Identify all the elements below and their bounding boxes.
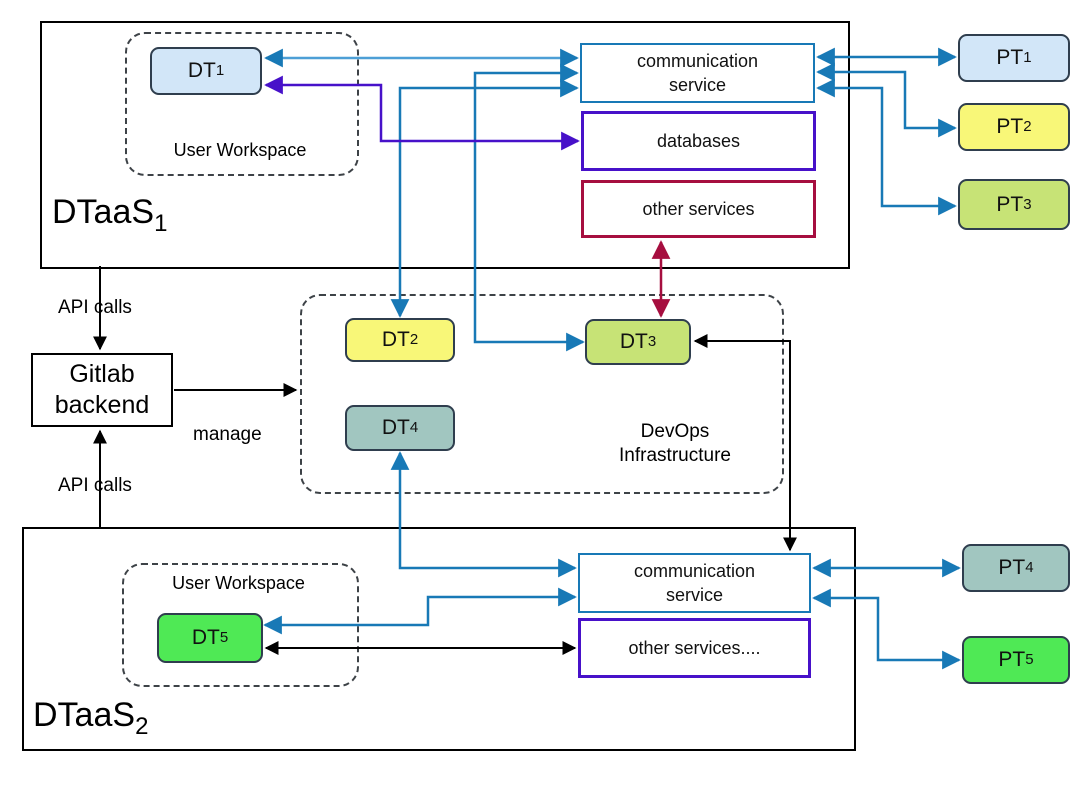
communication-service-1: communication service xyxy=(580,43,815,103)
other-services-2-label: other services.... xyxy=(628,638,761,658)
pt4-label: PT xyxy=(998,556,1026,579)
user-workspace-2-label-text: User Workspace xyxy=(170,573,307,593)
dtaas2-label-sub: 2 xyxy=(135,712,149,740)
gitlab-backend: Gitlab backend xyxy=(31,353,173,427)
communication-service-2-line2: service xyxy=(665,585,723,605)
pt1-label: PT xyxy=(996,46,1024,69)
dtaas2-label: DTaaS2 xyxy=(33,696,148,738)
communication-service-2-line1: communication xyxy=(633,561,756,581)
dt3-label: DT xyxy=(619,330,648,353)
communication-service-2: communication service xyxy=(578,553,811,613)
communication-service-1-line2: service xyxy=(668,75,726,95)
pt5-label: PT xyxy=(998,648,1026,671)
gitlab-backend-line1: Gitlab xyxy=(69,360,135,388)
pt2-label: PT xyxy=(996,115,1024,138)
other-services-1-label: other services xyxy=(642,199,755,219)
dtaas1-label: DTaaS1 xyxy=(52,193,167,235)
devops-infrastructure-label: DevOps Infrastructure xyxy=(585,420,765,468)
api-calls-label-bottom: API calls xyxy=(55,475,135,497)
dt4-label: DT xyxy=(381,416,410,439)
gitlab-backend-line2: backend xyxy=(54,391,150,419)
databases-box: databases xyxy=(581,111,816,171)
user-workspace-1-label-text: User Workspace xyxy=(171,140,309,160)
communication-service-1-line1: communication xyxy=(636,51,759,71)
dtaas1-label-sub: 1 xyxy=(154,209,168,237)
dt1-label: DT xyxy=(187,59,216,82)
other-services-1: other services xyxy=(581,180,816,238)
other-services-2: other services.... xyxy=(578,618,811,678)
dt2-label: DT xyxy=(381,328,410,351)
pt3-label: PT xyxy=(996,192,1024,216)
dt5-label: DT xyxy=(191,626,220,649)
dtaas2-label-text: DTaaS xyxy=(33,696,136,734)
api-calls-label-top: API calls xyxy=(55,297,135,319)
devops-label-line2: Infrastructure xyxy=(617,445,733,466)
dtaas1-label-text: DTaaS xyxy=(52,193,155,231)
devops-label-line1: DevOps xyxy=(638,421,712,442)
manage-label: manage xyxy=(190,424,265,446)
user-workspace-1-label: User Workspace xyxy=(125,138,355,162)
user-workspace-2-label: User Workspace xyxy=(122,571,355,595)
databases-label: databases xyxy=(656,131,741,151)
